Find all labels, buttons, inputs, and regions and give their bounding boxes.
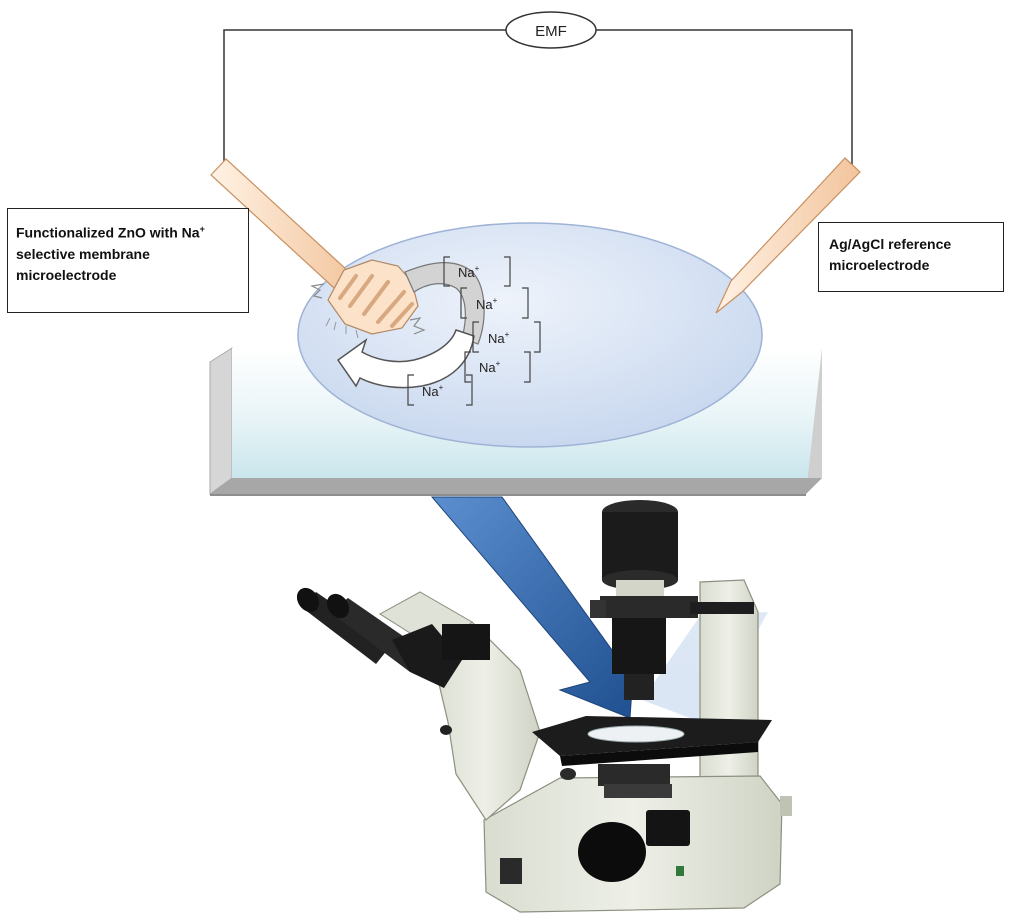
ion-symbol: Na — [458, 265, 475, 280]
ion-na-1: Na+ — [443, 256, 511, 287]
ion-charge: + — [505, 330, 510, 339]
stage-sample-dish — [587, 725, 685, 743]
working-electrode-label-line3: microelectrode — [16, 266, 117, 283]
ion-na-3: Na+ — [472, 321, 541, 353]
svg-text:Na+: Na+ — [476, 296, 498, 312]
ion-symbol: Na — [488, 331, 505, 346]
ion-charge: + — [493, 296, 498, 305]
svg-text:Na+: Na+ — [479, 359, 501, 375]
inverted-microscope — [296, 500, 792, 913]
emf-label: EMF — [535, 23, 567, 40]
label-text: Functionalized ZnO with Na — [16, 224, 200, 241]
microscope-stage — [532, 716, 772, 766]
reference-electrode-label: Ag/AgCl reference microelectrode — [818, 222, 1004, 292]
ion-flow-arrow-grey — [404, 262, 485, 345]
eyepieces — [296, 587, 462, 688]
focus-knob — [578, 822, 646, 882]
reference-electrode-label-line1: Ag/AgCl reference — [829, 236, 952, 252]
ion-charge: + — [496, 359, 501, 368]
ion-na-5: Na+ — [407, 374, 473, 406]
ion-na-2: Na+ — [460, 287, 529, 319]
petri-dish — [297, 222, 763, 448]
emf-meter: EMF — [505, 11, 597, 49]
ion-symbol: Na — [479, 360, 496, 375]
illumination-column — [590, 500, 754, 700]
ion-charge: + — [475, 264, 480, 273]
reference-electrode-label-line2: microelectrode — [829, 257, 930, 273]
ion-symbol: Na — [422, 384, 439, 399]
working-electrode-label: Functionalized ZnO with Na+ selective me… — [7, 208, 249, 313]
camera-port — [442, 624, 490, 660]
working-electrode-label-line1: Functionalized ZnO with Na+ — [16, 219, 240, 244]
svg-text:Na+: Na+ — [488, 330, 510, 346]
zno-nanorod-tip — [310, 259, 426, 339]
svg-text:Na+: Na+ — [458, 264, 480, 280]
working-electrode-label-line2: selective membrane — [16, 245, 150, 262]
ion-flow-arrow-white — [336, 329, 475, 389]
svg-text:Na+: Na+ — [422, 383, 444, 399]
circuit-wire — [223, 29, 853, 168]
ion-symbol: Na — [476, 297, 493, 312]
reference-microelectrode — [715, 157, 861, 314]
label-superscript: + — [199, 224, 205, 234]
ion-na-4: Na+ — [464, 351, 531, 383]
ion-charge: + — [439, 383, 444, 392]
